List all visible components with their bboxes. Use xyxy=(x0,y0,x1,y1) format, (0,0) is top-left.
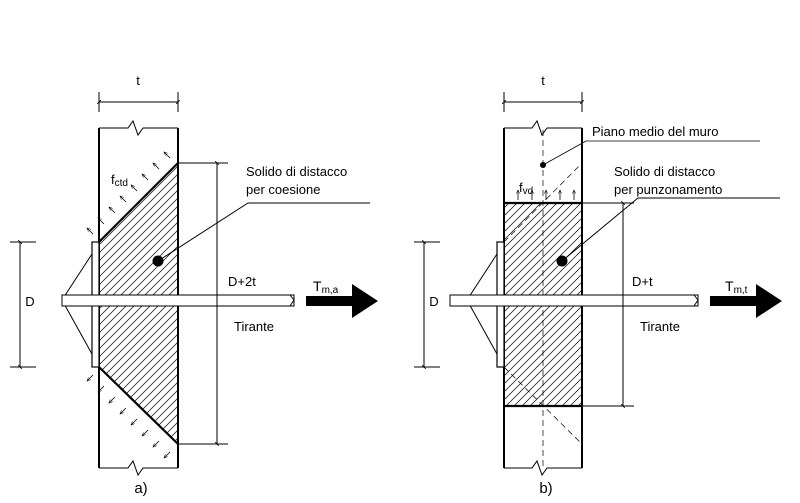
cone-edge-upper xyxy=(98,162,179,243)
thickness-label-b: t xyxy=(541,73,545,88)
thickness-dimension-b: t xyxy=(501,73,585,112)
stress-arrows-b xyxy=(518,190,574,200)
depth-label-b: D xyxy=(429,294,438,309)
construction-lines-b xyxy=(503,130,583,466)
depth-label-a: D xyxy=(25,294,34,309)
callout-line1-b: Solido di distacco xyxy=(614,164,715,179)
stress-arrows-lower-a xyxy=(87,374,171,458)
extent-label-a: D+2t xyxy=(228,274,256,289)
mid-plane-leader xyxy=(542,140,587,166)
panel-b: t fvd xyxy=(414,73,782,497)
extent-label-b: D+t xyxy=(632,274,653,289)
force-label-b: Tm,t xyxy=(725,278,748,296)
thickness-label-a: t xyxy=(136,73,140,88)
panel-a: t xyxy=(10,73,378,497)
callout-leader-a xyxy=(157,202,370,262)
force-arrow-b xyxy=(710,284,782,318)
rod-label-b: Tirante xyxy=(640,319,680,334)
depth-dimension-b: D xyxy=(414,239,440,370)
depth-dimension-a: D xyxy=(10,239,36,370)
callout-line1-a: Solido di distacco xyxy=(246,164,347,179)
stress-label-b: fvd xyxy=(519,180,533,197)
tie-rod-a xyxy=(61,294,295,307)
mid-plane-label: Piano medio del muro xyxy=(592,124,718,139)
stress-label-a: fctd xyxy=(111,172,128,189)
cone-edge-lower xyxy=(98,366,179,445)
caption-a: a) xyxy=(134,480,147,497)
extent-dimension-a: D+2t xyxy=(178,160,256,447)
callout-leader-b xyxy=(561,197,780,262)
force-arrow-a xyxy=(306,284,378,318)
tie-rod-b xyxy=(449,294,699,307)
callout-line2-a: per coesione xyxy=(246,182,320,197)
caption-b: b) xyxy=(539,480,552,497)
force-label-a: Tm,a xyxy=(313,278,339,296)
extent-dimension-b: D+t xyxy=(582,200,653,409)
thickness-dimension-a: t xyxy=(96,73,181,112)
rod-label-a: Tirante xyxy=(234,319,274,334)
stress-arrows-upper-a xyxy=(87,152,171,235)
callout-line2-b: per punzonamento xyxy=(614,182,722,197)
